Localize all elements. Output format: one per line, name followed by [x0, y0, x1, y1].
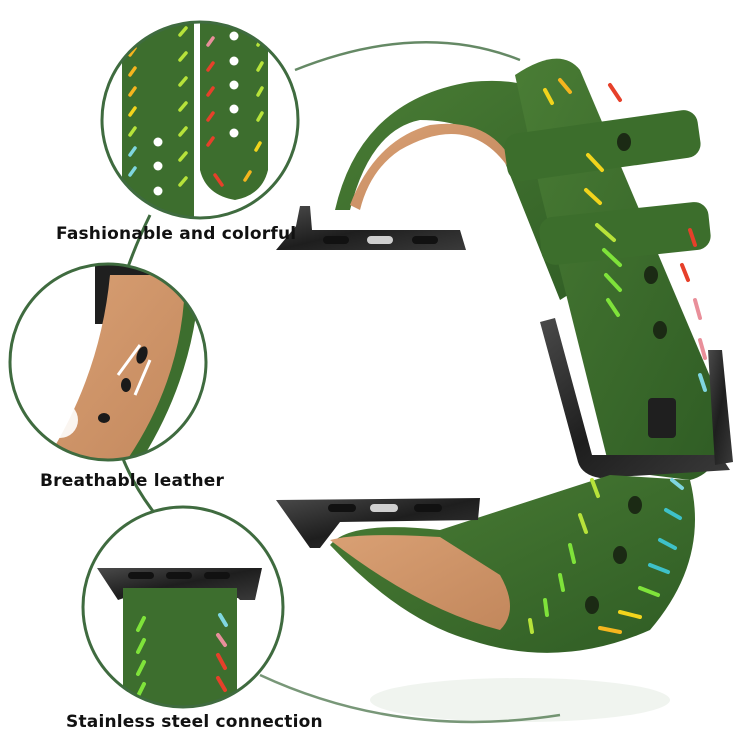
callout-label-fashionable: Fashionable and colorful — [56, 224, 297, 244]
callout-ring — [81, 505, 285, 709]
airflow-closeup-icon — [10, 264, 206, 460]
callout-label-steel: Stainless steel connection — [66, 712, 323, 732]
stitching-closeup-icon — [102, 22, 298, 218]
callout-ring — [8, 262, 208, 462]
callout-ring — [100, 20, 300, 220]
connector-closeup-icon — [83, 507, 283, 707]
callout-label-breathable: Breathable leather — [40, 471, 225, 491]
